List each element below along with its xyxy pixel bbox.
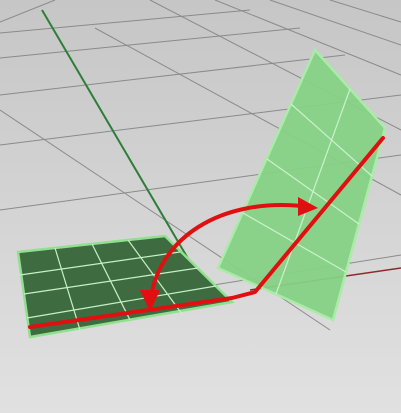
ground-plane[interactable]: [16, 234, 235, 339]
grid-line: [214, 0, 401, 76]
arrowhead-down-icon: [140, 290, 160, 312]
subdivision-line: [91, 243, 131, 321]
grid-line: [269, 0, 401, 46]
rotated-plane[interactable]: [216, 47, 387, 322]
rotation-arc: [148, 203, 312, 307]
subdivision-line: [26, 285, 217, 319]
hinge-edge[interactable]: [28, 136, 385, 329]
grid-line: [0, 27, 301, 59]
z-axis-line: [41, 9, 191, 263]
rotated-plane-face[interactable]: [216, 47, 387, 322]
grid-line: [0, 0, 56, 23]
perspective-grid: [0, 0, 401, 331]
subdivision-line: [23, 267, 199, 295]
grid-line: [0, 9, 251, 34]
subdivision-line: [266, 158, 360, 225]
grid-line: [329, 0, 401, 23]
subdivision-line: [290, 103, 373, 177]
rotate-arrow-icon: [140, 197, 318, 312]
subdivision-line: [54, 247, 81, 331]
grid-line: [0, 54, 346, 96]
ground-plane-face[interactable]: [16, 234, 235, 339]
arrowhead-right-icon: [298, 197, 318, 216]
subdivision-line: [19, 251, 181, 276]
ground-plane-subdivisions: [19, 239, 217, 331]
